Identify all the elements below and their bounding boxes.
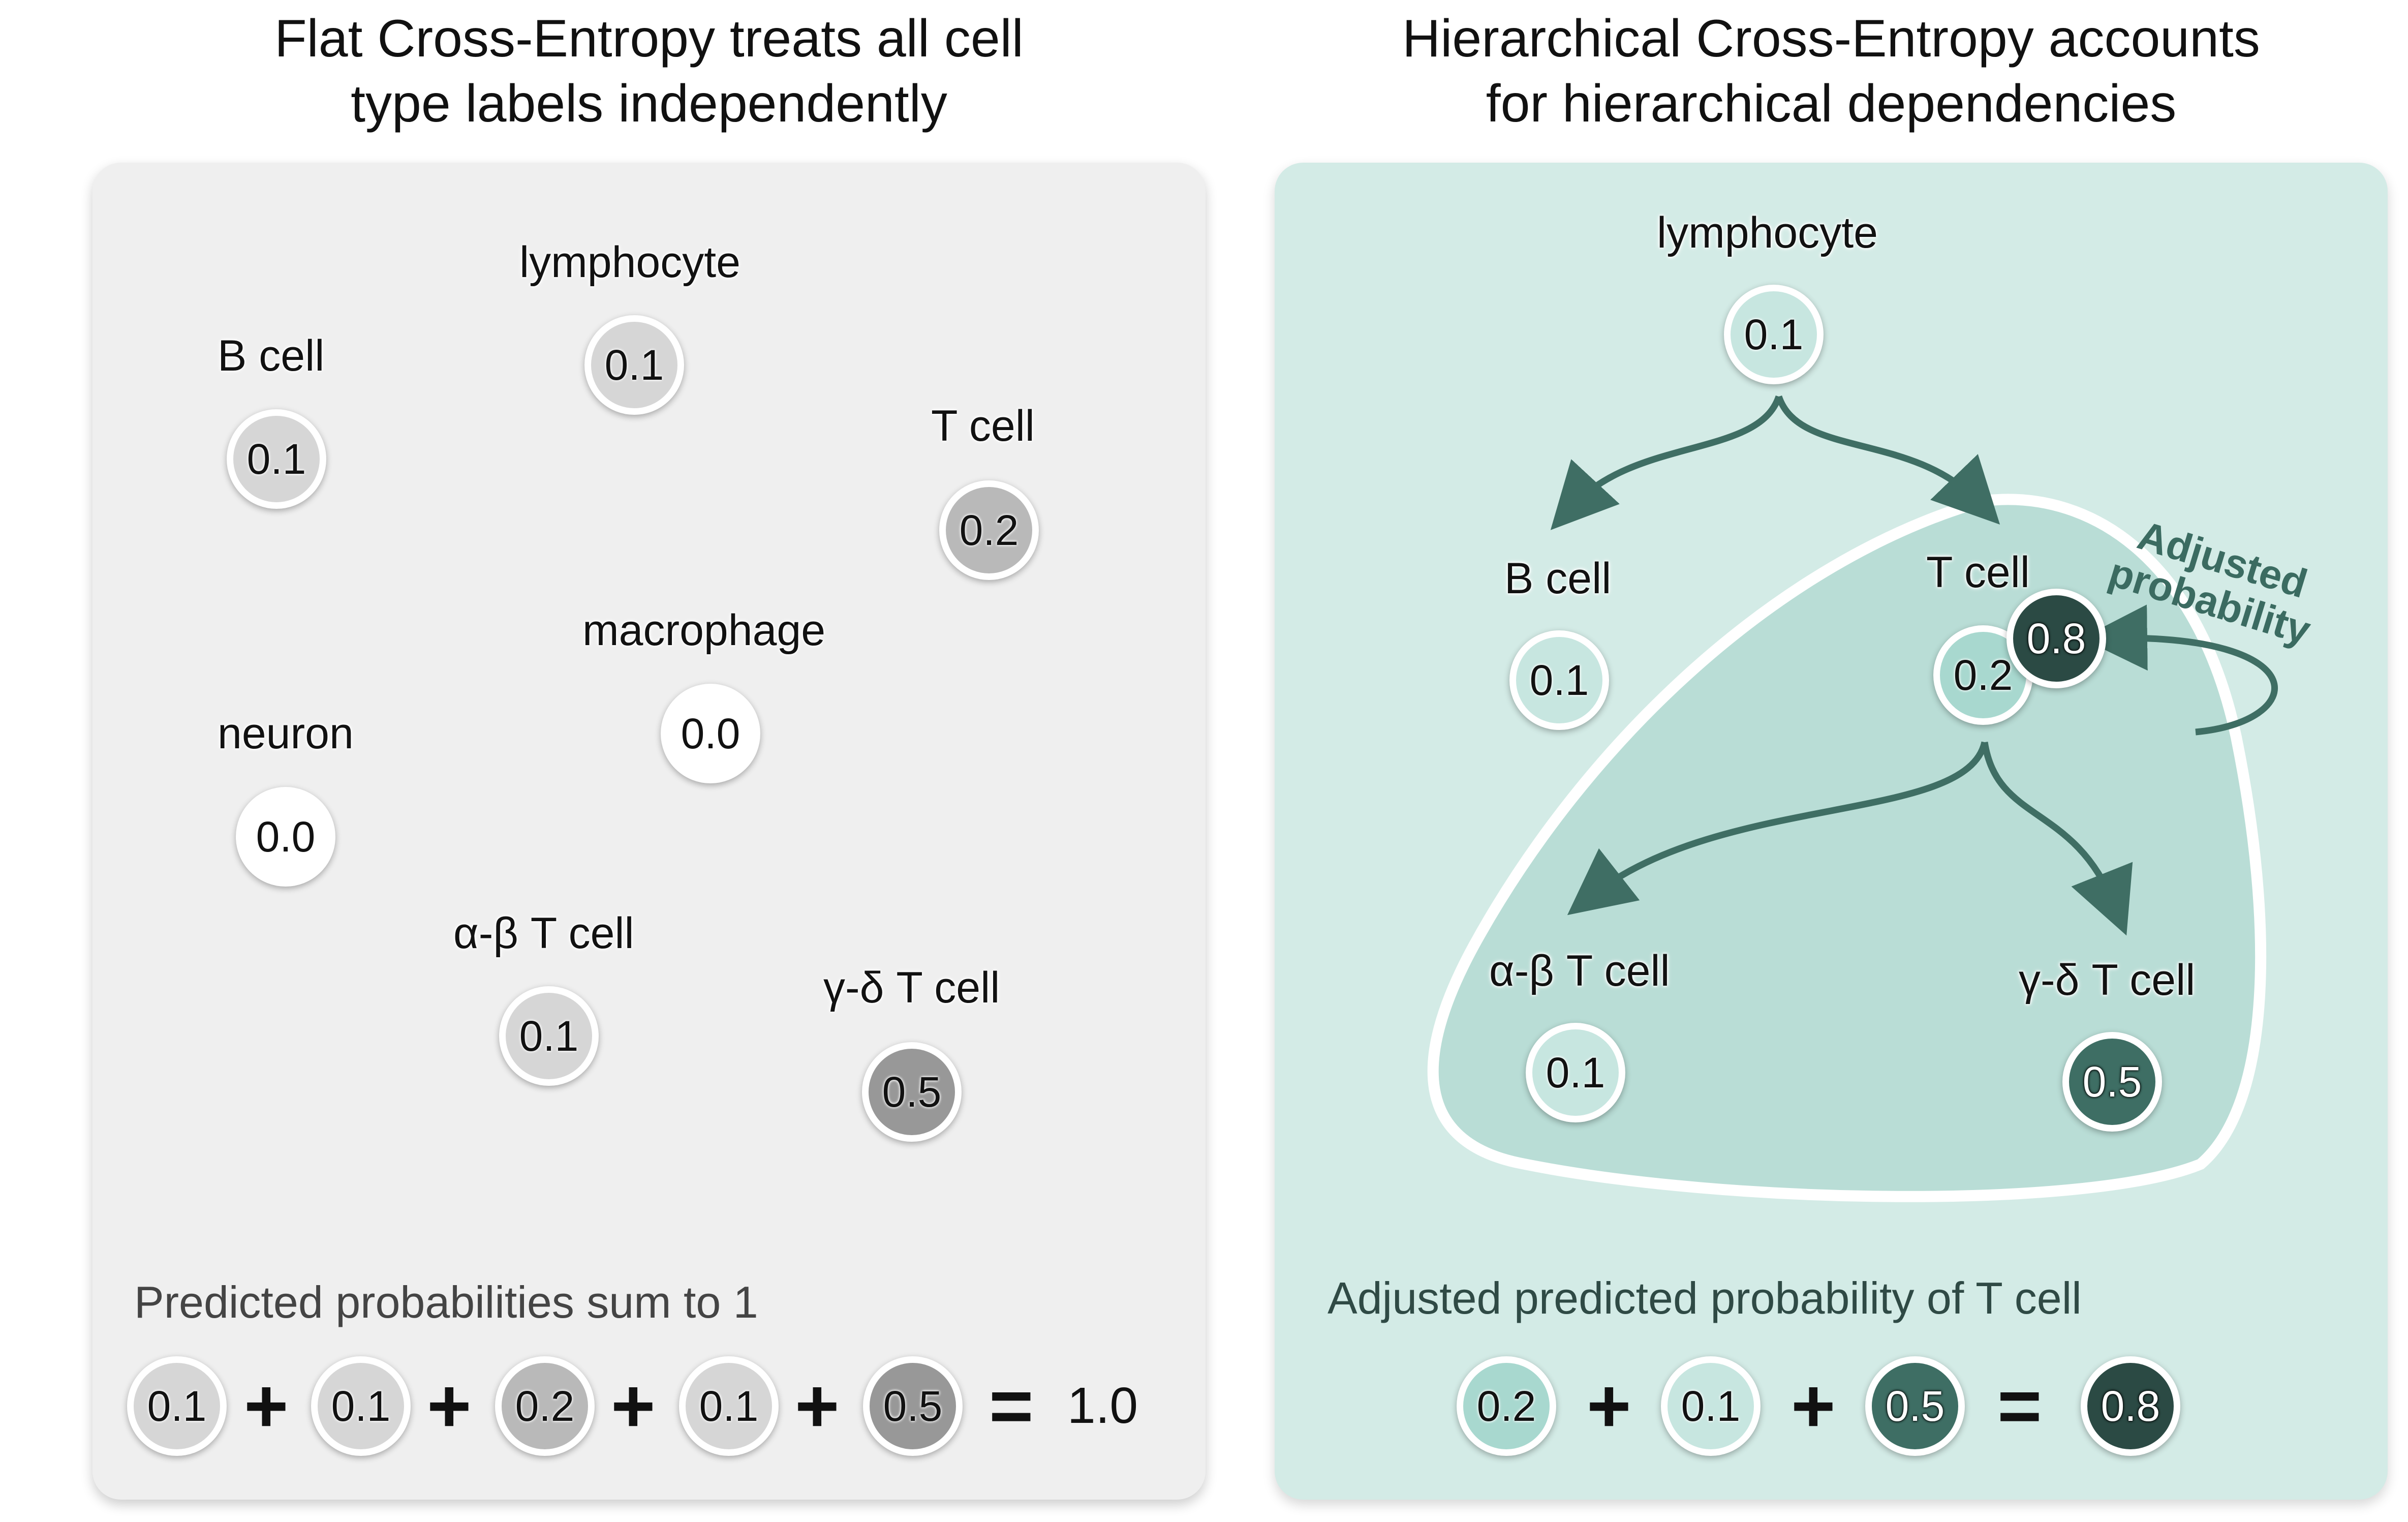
left-node-macrophage: 0.0 xyxy=(661,684,760,783)
right-value-t-cell: 0.2 xyxy=(1953,651,2013,699)
left-label-neuron: neuron xyxy=(218,709,354,758)
right-label-ab-t-cell: α-β T cell xyxy=(1489,947,1670,995)
right-sum-term-2: 0.1 xyxy=(1661,1356,1761,1456)
left-plus-1: + xyxy=(244,1363,289,1448)
left-sum-term-4-value: 0.1 xyxy=(699,1382,759,1430)
adjusted-probability-loop-arrow xyxy=(2081,604,2278,736)
right-node-ab-t-cell: 0.1 xyxy=(1526,1023,1625,1122)
left-value-t-cell: 0.2 xyxy=(959,506,1019,554)
right-node-b-cell: 0.1 xyxy=(1509,630,1609,730)
arrow-lymphocyte-to-b-cell xyxy=(1550,395,1782,530)
left-sum-title: Predicted probabilities sum to 1 xyxy=(134,1277,758,1327)
arrow-t-cell-to-gd-t-cell xyxy=(1981,741,2133,936)
left-equals: = xyxy=(989,1363,1034,1448)
right-title-line2: for hierarchical dependencies xyxy=(1486,74,2177,133)
left-sum-result: 1.0 xyxy=(1067,1377,1138,1434)
left-label-lymphocyte: lymphocyte xyxy=(519,238,740,287)
right-sum-result: 0.8 xyxy=(2081,1356,2180,1456)
right-equals: = xyxy=(1997,1363,2042,1448)
arrow-lymphocyte-to-t-cell xyxy=(1775,395,2000,525)
right-node-t-cell-adjusted: 0.8 xyxy=(2006,589,2106,688)
right-value-ab-t-cell: 0.1 xyxy=(1546,1048,1606,1097)
left-sum-term-5-value: 0.5 xyxy=(883,1382,943,1430)
left-label-gd-t-cell: γ-δ T cell xyxy=(823,963,1000,1012)
right-node-gd-t-cell: 0.5 xyxy=(2062,1032,2162,1132)
right-plus-1: + xyxy=(1587,1363,1631,1448)
left-value-macrophage: 0.0 xyxy=(681,709,740,757)
left-value-neuron: 0.0 xyxy=(256,812,316,861)
right-sum-result-value: 0.8 xyxy=(2101,1382,2160,1430)
right-label-gd-t-cell: γ-δ T cell xyxy=(2019,956,2196,1004)
left-node-lymphocyte: 0.1 xyxy=(584,315,684,415)
left-sum-term-3: 0.2 xyxy=(495,1356,595,1456)
right-plus-2: + xyxy=(1791,1363,1836,1448)
left-node-neuron: 0.0 xyxy=(236,787,335,887)
left-sum-term-5: 0.5 xyxy=(863,1356,963,1456)
right-value-b-cell: 0.1 xyxy=(1529,656,1589,704)
right-sum-term-1-value: 0.2 xyxy=(1476,1382,1536,1430)
left-title: Flat Cross-Entropy treats all cell type … xyxy=(92,6,1206,136)
right-sum-term-1: 0.2 xyxy=(1457,1356,1556,1456)
left-node-t-cell: 0.2 xyxy=(939,480,1039,580)
left-value-lymphocyte: 0.1 xyxy=(604,341,664,389)
left-value-gd-t-cell: 0.5 xyxy=(882,1068,942,1116)
right-value-lymphocyte: 0.1 xyxy=(1744,310,1804,358)
right-sum-term-2-value: 0.1 xyxy=(1681,1382,1741,1430)
left-value-b-cell: 0.1 xyxy=(246,435,306,483)
left-value-ab-t-cell: 0.1 xyxy=(519,1012,579,1060)
right-node-lymphocyte: 0.1 xyxy=(1724,285,1824,384)
right-label-lymphocyte: lymphocyte xyxy=(1657,208,1878,257)
left-plus-2: + xyxy=(427,1363,472,1448)
left-node-b-cell: 0.1 xyxy=(227,409,326,509)
left-title-line1: Flat Cross-Entropy treats all cell xyxy=(274,9,1024,68)
arrow-t-cell-to-ab-t-cell xyxy=(1567,741,1988,916)
right-value-t-cell-adjusted: 0.8 xyxy=(2026,614,2086,662)
left-sum-term-2: 0.1 xyxy=(311,1356,411,1456)
left-label-ab-t-cell: α-β T cell xyxy=(453,909,634,958)
left-title-line2: type labels independently xyxy=(351,74,947,133)
left-label-t-cell: T cell xyxy=(931,402,1035,450)
left-node-gd-t-cell: 0.5 xyxy=(862,1042,962,1142)
left-sum-term-1: 0.1 xyxy=(127,1356,227,1456)
right-sum-term-3-value: 0.5 xyxy=(1885,1382,1945,1430)
left-label-macrophage: macrophage xyxy=(582,606,826,655)
left-sum-term-1-value: 0.1 xyxy=(147,1382,207,1430)
left-sum-term-3-value: 0.2 xyxy=(515,1382,575,1430)
right-label-t-cell: T cell xyxy=(1926,548,2030,597)
left-plus-3: + xyxy=(611,1363,656,1448)
right-title: Hierarchical Cross-Entropy accounts for … xyxy=(1275,6,2388,136)
right-title-line1: Hierarchical Cross-Entropy accounts xyxy=(1402,9,2260,68)
right-label-b-cell: B cell xyxy=(1504,554,1612,603)
left-plus-4: + xyxy=(795,1363,840,1448)
left-label-b-cell: B cell xyxy=(218,331,325,380)
right-sum-term-3: 0.5 xyxy=(1865,1356,1965,1456)
left-sum-term-4: 0.1 xyxy=(679,1356,779,1456)
right-sum-title: Adjusted predicted probability of T cell xyxy=(1328,1273,2082,1323)
left-sum-term-2-value: 0.1 xyxy=(331,1382,391,1430)
right-value-gd-t-cell: 0.5 xyxy=(2082,1057,2142,1106)
left-node-ab-t-cell: 0.1 xyxy=(499,986,599,1086)
